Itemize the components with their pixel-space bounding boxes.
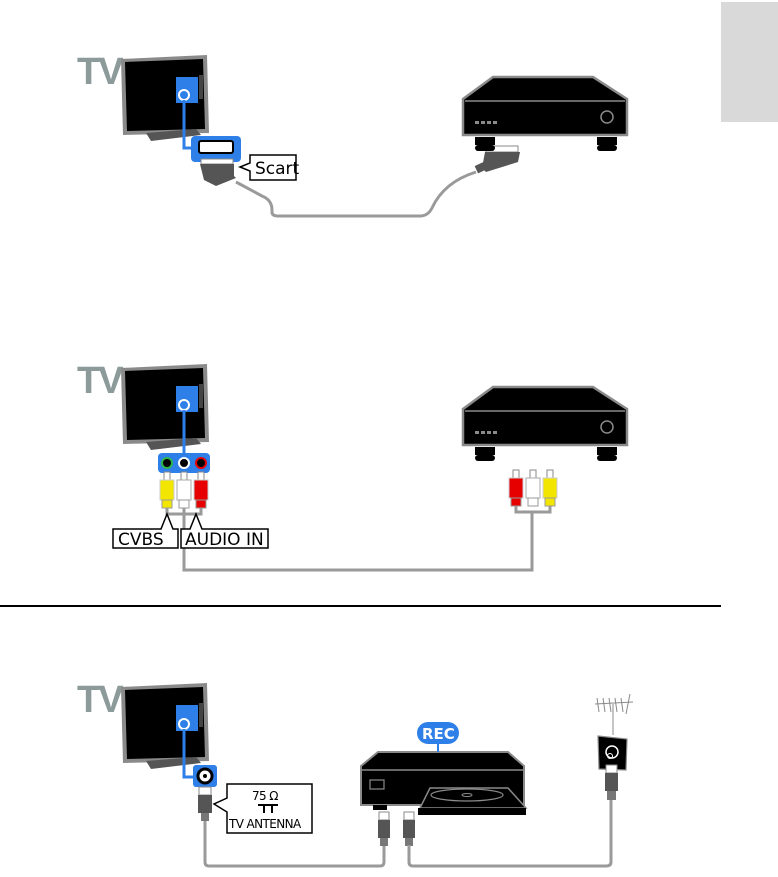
svg-text:REC: REC: [422, 725, 455, 743]
disc-recorder-icon: [360, 751, 528, 815]
audio-in-callout: AUDIO IN: [180, 511, 269, 550]
rca-plugs-device-icon: [508, 469, 558, 514]
tv-label: TV: [77, 679, 124, 721]
scart-port-icon: [191, 136, 241, 186]
cvbs-callout: CVBS: [112, 511, 179, 550]
diagram-scart: TV Scart: [77, 51, 629, 218]
tv-label: TV: [77, 360, 124, 402]
antenna-callout: 75 Ω TV ANTENNA: [212, 783, 313, 834]
antenna-icon: [594, 693, 634, 800]
set-top-box-icon: [461, 75, 629, 153]
diagram-composite: TV CVBS AUDIO IN: [77, 360, 629, 572]
svg-text:Scart: Scart: [255, 159, 300, 179]
tv-icon: [121, 683, 209, 769]
tv-icon: [121, 364, 209, 450]
tv-icon: [121, 55, 209, 141]
rca-port-icon: [158, 453, 210, 473]
antenna-port-icon: [193, 765, 217, 821]
scart-plug-device-icon: [474, 145, 520, 174]
svg-text:TV ANTENNA: TV ANTENNA: [228, 817, 302, 831]
set-top-box-icon: [461, 385, 629, 463]
diagram-antenna: TV 75 Ω TV ANTENNA: [77, 679, 634, 868]
page-side-tab: [721, 2, 778, 122]
rca-plugs-tv-icon: [159, 471, 534, 572]
rec-badge: REC: [417, 722, 459, 752]
svg-text:AUDIO IN: AUDIO IN: [185, 530, 264, 550]
svg-text:75 Ω: 75 Ω: [252, 789, 278, 803]
scart-callout: Scart: [237, 154, 300, 181]
recorder-plugs-icon: [378, 811, 415, 846]
tv-label: TV: [77, 51, 124, 93]
section-divider: [0, 605, 721, 607]
svg-text:CVBS: CVBS: [118, 530, 164, 550]
